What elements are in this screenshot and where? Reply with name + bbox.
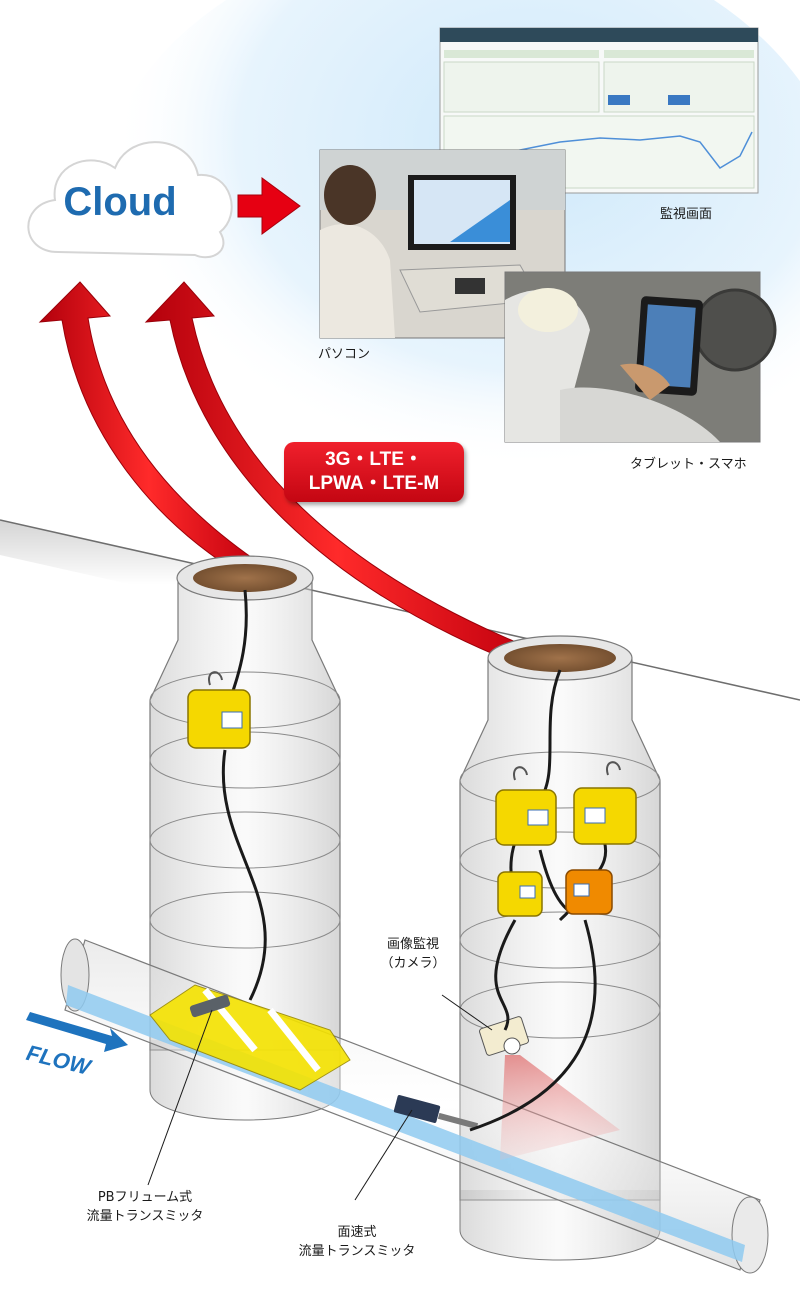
cloud-label: Cloud: [63, 180, 177, 224]
network-badge: 3G・LTE・ LPWA・LTE-M: [284, 442, 464, 502]
sensor-cables: [221, 589, 608, 1132]
transmitter-left: [187, 671, 251, 749]
pb-flume: [149, 984, 351, 1091]
tablet-label: タブレット・スマホ: [630, 457, 747, 472]
tablet-photo: [504, 271, 777, 443]
camera-label-line2: （カメラ）: [380, 956, 446, 971]
pc-label: パソコン: [318, 347, 371, 362]
camera-label: 画像監視 （カメラ）: [368, 935, 458, 973]
area-velocity-sensor: [393, 1095, 479, 1130]
cloud-to-devices-arrow: [237, 177, 301, 235]
camera-label-line1: 画像監視: [386, 937, 439, 952]
left-manhole-lid: [193, 564, 297, 592]
right-manhole-lid: [504, 644, 616, 672]
cloud-icon: [27, 141, 233, 259]
camera-icon: [479, 1016, 620, 1160]
transmitter-right-bottom-right: [565, 869, 613, 915]
pb-flume-label: PBフリューム式 流量トランスミッタ: [70, 1188, 220, 1226]
area-velocity-label-line1: 面速式: [337, 1225, 377, 1240]
transmitter-right-bottom-left: [497, 871, 543, 917]
network-line1: 3G・LTE・: [325, 449, 423, 470]
pc-photo: [319, 149, 566, 339]
area-velocity-label: 面速式 流量トランスミッタ: [282, 1223, 432, 1261]
transmitter-right-top-right: [573, 761, 637, 845]
upload-arrow-left: [38, 281, 259, 578]
pb-flume-label-line1: PBフリューム式: [97, 1190, 193, 1205]
transmitter-right-top-left: [495, 766, 557, 846]
pb-flume-label-line2: 流量トランスミッタ: [86, 1209, 204, 1224]
upload-arrow-right: [144, 281, 531, 666]
area-velocity-label-line2: 流量トランスミッタ: [298, 1244, 416, 1259]
pb-flume-sensor: [189, 994, 231, 1018]
flow-arrow-icon: [26, 1012, 128, 1052]
network-line2: LPWA・LTE-M: [308, 473, 440, 494]
leader-lines: [147, 994, 493, 1201]
monitor-screen-label: 監視画面: [660, 207, 713, 222]
